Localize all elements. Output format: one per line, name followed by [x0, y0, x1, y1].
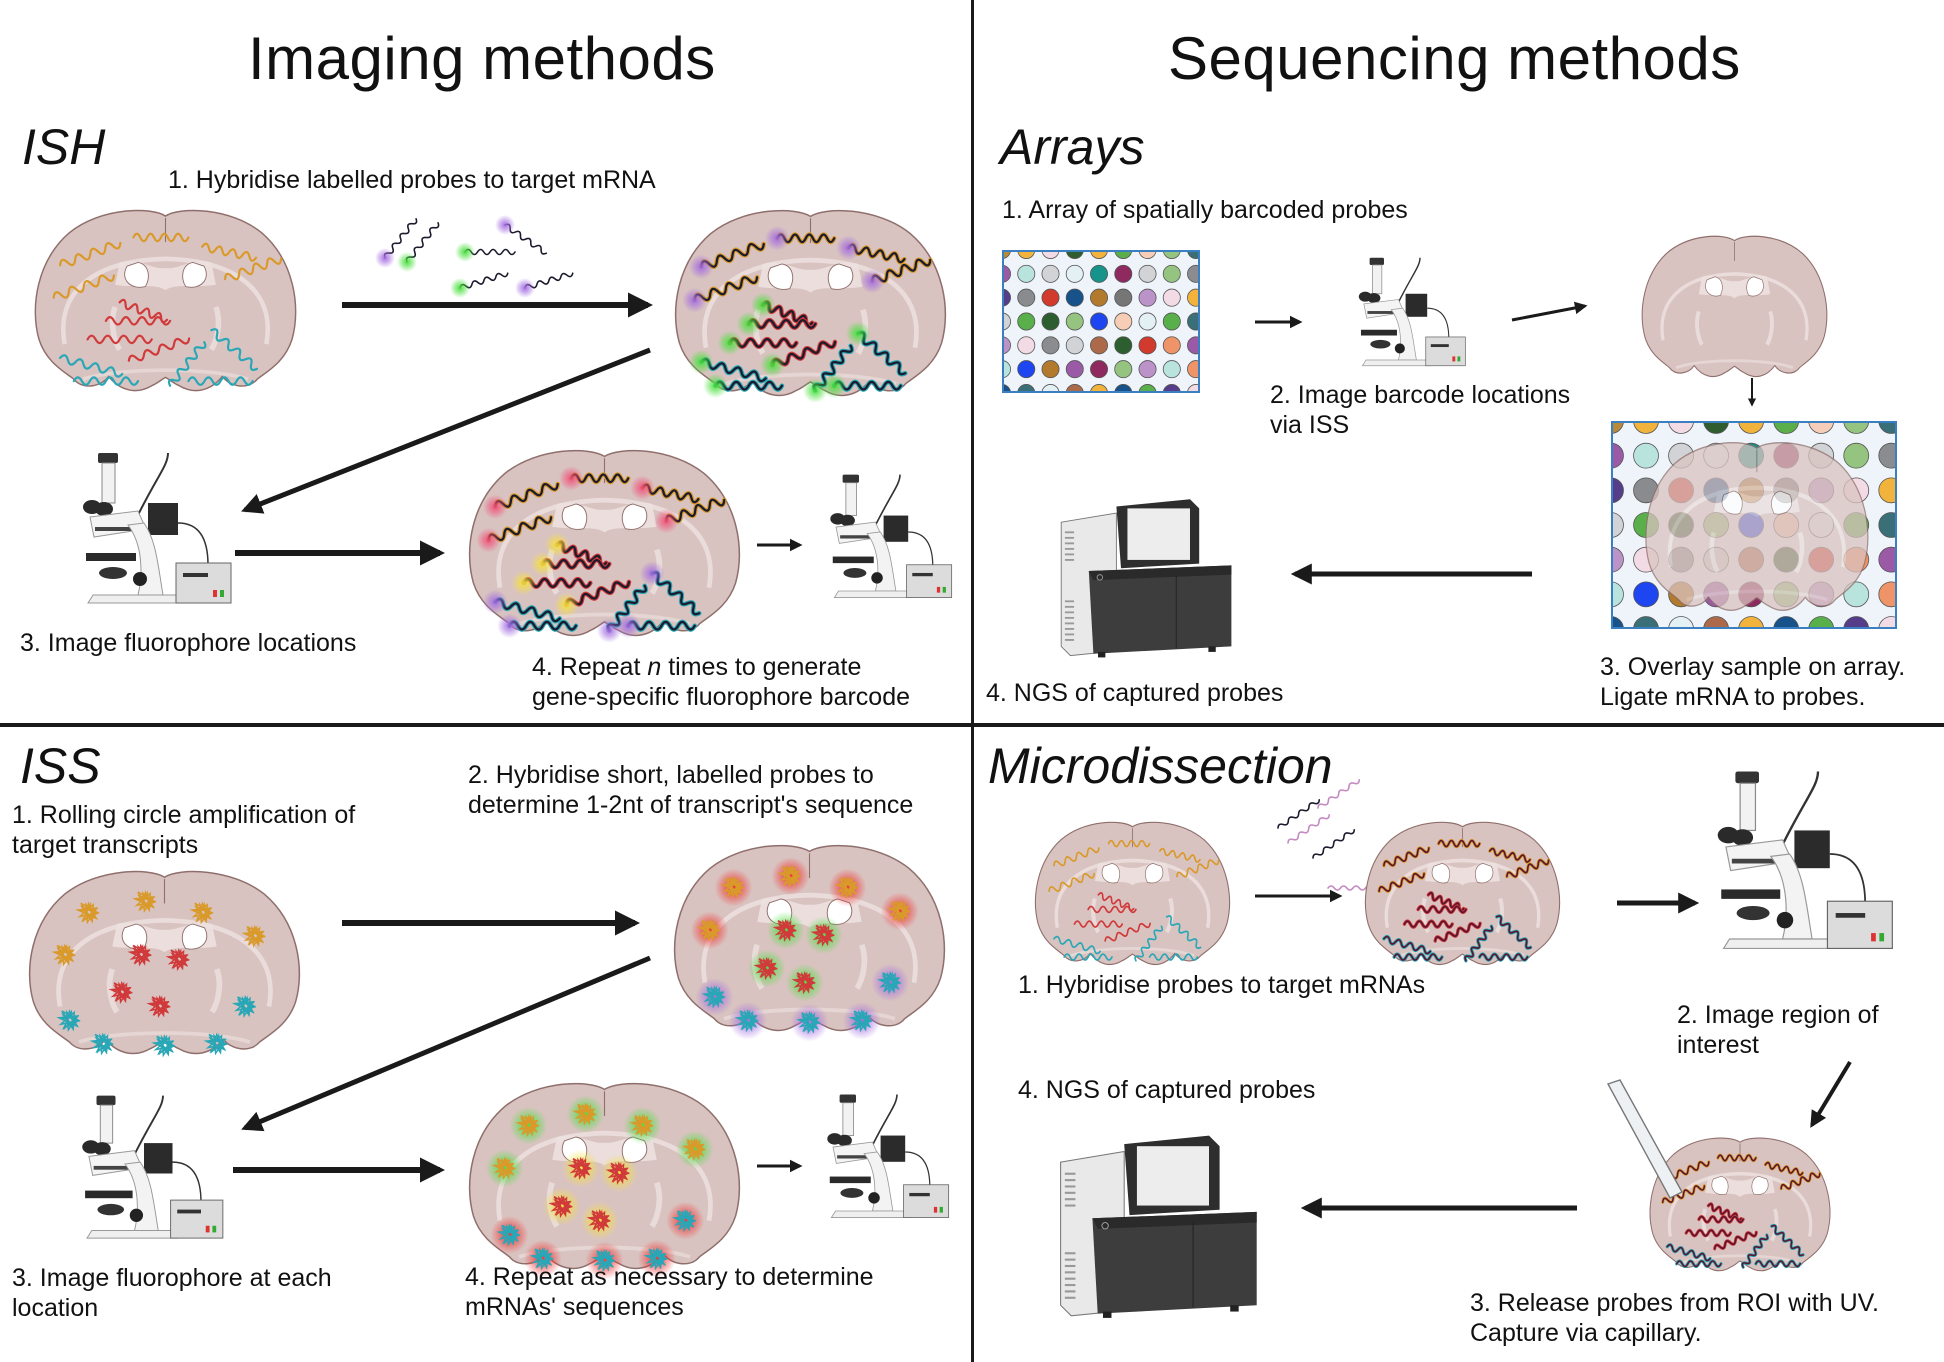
ngs-sequencer-icon — [1060, 1135, 1257, 1318]
iss-step3-caption: 3. Image fluorophore at each — [12, 1264, 332, 1292]
arrays-step3-caption: 3. Overlay sample on array. — [1600, 653, 1906, 681]
iss-step2-caption: 2. Hybridise short, labelled probes to — [468, 761, 874, 789]
ish-step3-caption: 3. Image fluorophore locations — [20, 629, 357, 657]
fluorescence-microscope-icon — [1717, 771, 1893, 950]
md-arrow-3 — [1810, 1060, 1852, 1128]
md-step2-caption: 2. Image region of — [1677, 1001, 1879, 1029]
arrays-step3-caption-line2: Ligate mRNA to probes. — [1600, 683, 1866, 711]
brain-coronal-section-icon — [28, 870, 301, 1058]
ish-step1-caption: 1. Hybridise labelled probes to target m… — [168, 166, 656, 194]
sequencing-methods-header: Sequencing methods — [1168, 25, 1741, 92]
arrays-title: Arrays — [1000, 119, 1145, 175]
ish-title: ISH — [22, 119, 106, 175]
fluorescence-microscope-icon — [827, 1094, 950, 1218]
horizontal-divider — [0, 723, 1944, 727]
brain-coronal-section-icon — [673, 844, 946, 1042]
arrays-arrow-2 — [1511, 301, 1588, 322]
labelled-probes-icon — [1277, 778, 1379, 891]
iss-step4-caption-line2: mRNAs' sequences — [465, 1293, 684, 1321]
brain-coronal-section-icon — [1641, 235, 1828, 378]
vertical-divider — [971, 0, 974, 1362]
ish-step4-caption-line2: gene-specific fluorophore barcode — [532, 683, 911, 711]
barcoded-probe-array-icon — [1611, 421, 1897, 629]
ish-step4-caption: 4. Repeat n times to generate — [532, 652, 861, 682]
iss-step2-caption-line2: determine 1-2nt of transcript's sequence — [468, 791, 914, 819]
arrays-step2-caption: 2. Image barcode locations — [1270, 381, 1571, 409]
iss-step3-caption-line2: location — [12, 1294, 99, 1322]
iss-title: ISS — [20, 738, 101, 794]
brain-coronal-section-icon — [674, 209, 947, 403]
iss-step1-caption: 1. Rolling circle amplification of — [12, 801, 356, 829]
iss-step4-caption: 4. Repeat as necessary to determine — [465, 1263, 874, 1291]
fluorescence-microscope-icon — [83, 452, 232, 604]
ngs-sequencer-icon — [1060, 499, 1232, 658]
fluorescence-microscope-icon — [830, 474, 953, 598]
md-step4-caption: 4. NGS of captured probes — [1018, 1076, 1316, 1104]
imaging-methods-header: Imaging methods — [248, 25, 716, 92]
microdissection-title: Microdissection — [988, 738, 1333, 794]
iss-step1-caption-line2: target transcripts — [12, 831, 199, 859]
ish-step4-n: n — [647, 653, 662, 681]
labelled-probes-icon — [375, 215, 574, 298]
md-step3-caption-line2: Capture via capillary. — [1470, 1319, 1702, 1347]
capillary-icon — [1606, 1079, 1683, 1199]
md-step3-caption: 3. Release probes from ROI with UV. — [1470, 1289, 1879, 1317]
md-step2-caption-line2: interest — [1677, 1031, 1759, 1059]
arrays-step4-caption: 4. NGS of captured probes — [986, 679, 1284, 707]
md-step1-caption: 1. Hybridise probes to target mRNAs — [1018, 971, 1426, 999]
ish-step4-prefix: 4. Repeat — [532, 653, 648, 681]
brain-coronal-section-icon — [1034, 821, 1231, 966]
fluorescence-microscope-icon — [82, 1095, 224, 1239]
brain-coronal-section-icon — [468, 1082, 741, 1280]
brain-coronal-section-icon — [34, 209, 297, 392]
arrays-step1-caption: 1. Array of spatially barcoded probes — [1002, 196, 1408, 224]
arrays-step2-caption-line2: via ISS — [1270, 411, 1350, 439]
fluorescence-microscope-icon — [1358, 257, 1466, 367]
barcoded-probe-array-icon — [1002, 250, 1200, 393]
brain-coronal-section-icon — [468, 449, 741, 643]
brain-coronal-section-icon — [1649, 1137, 1831, 1272]
brain-coronal-section-icon — [1364, 821, 1561, 966]
ish-step4-suffix: times to generate — [661, 653, 862, 681]
